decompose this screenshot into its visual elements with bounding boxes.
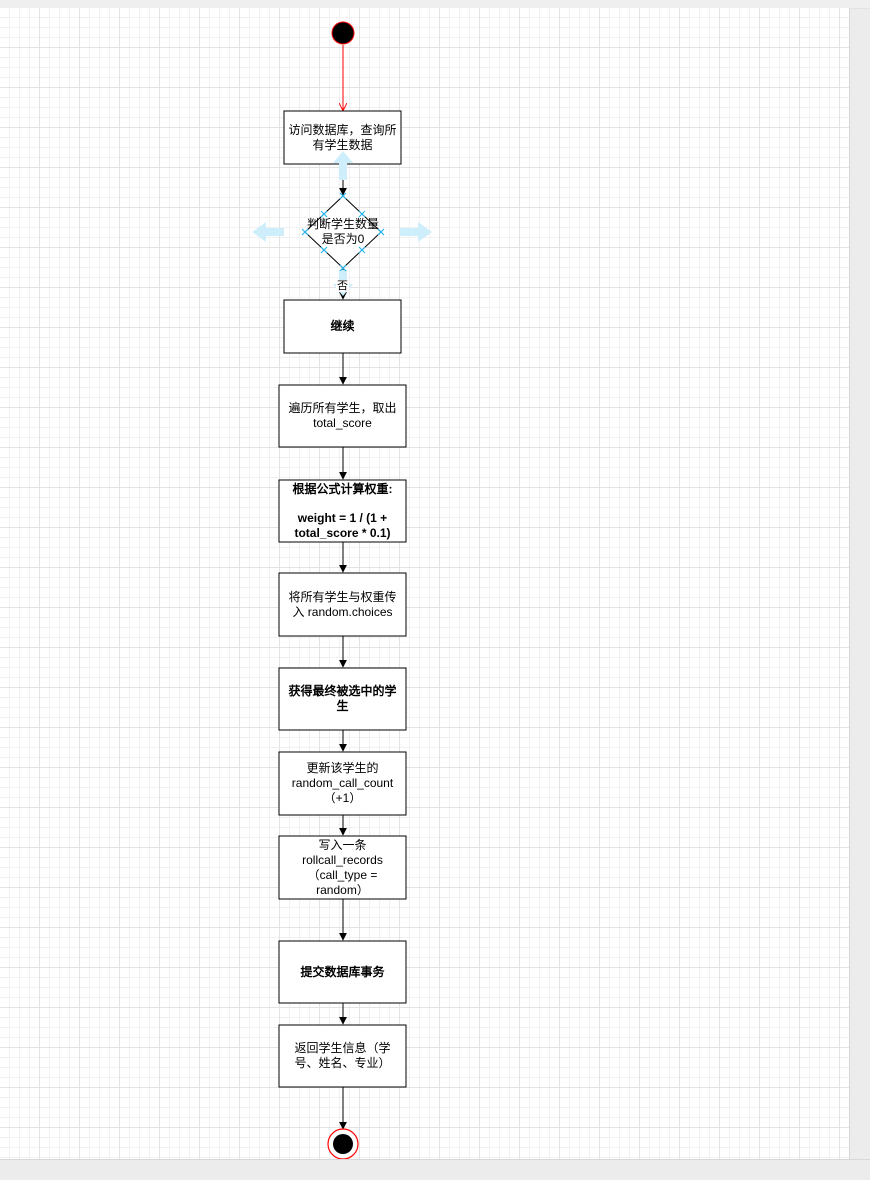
label-query-db: 访问数据库，查询所 有学生数据 bbox=[288, 122, 397, 152]
node-iterate[interactable] bbox=[278, 384, 407, 448]
hover-arrow-left-icon[interactable] bbox=[252, 222, 284, 242]
label-weight: 根据公式计算权重: weight = 1 / (1 + total_score … bbox=[279, 480, 406, 542]
end-node[interactable] bbox=[333, 1134, 353, 1154]
label-iterate: 遍历所有学生，取出 total_score bbox=[288, 401, 397, 430]
node-update[interactable] bbox=[278, 751, 407, 816]
start-node[interactable] bbox=[331, 21, 355, 45]
hover-arrow-up-icon[interactable] bbox=[333, 151, 353, 180]
label-return: 返回学生信息（学 号、姓名、专业） bbox=[294, 1041, 391, 1070]
flowchart bbox=[252, 21, 432, 1159]
node-commit[interactable] bbox=[278, 940, 407, 1004]
label-commit: 提交数据库事务 bbox=[300, 964, 385, 979]
label-selected: 获得最终被选中的学 生 bbox=[288, 684, 397, 713]
diagram-canvas[interactable] bbox=[0, 8, 850, 1159]
label-update: 更新该学生的 random_call_count （+1） bbox=[291, 761, 394, 805]
label-weight-title: 根据公式计算权重: bbox=[292, 481, 393, 496]
node-choices[interactable] bbox=[278, 572, 407, 637]
node-insert[interactable] bbox=[278, 835, 407, 900]
label-weight-formula: weight = 1 / (1 + total_score * 0.1) bbox=[294, 510, 391, 540]
selection-handles[interactable] bbox=[301, 192, 385, 272]
label-continue: 继续 bbox=[330, 319, 355, 333]
node-return[interactable] bbox=[278, 1024, 407, 1088]
node-selected[interactable] bbox=[278, 667, 407, 731]
node-continue[interactable] bbox=[283, 299, 402, 354]
label-insert: 写入一条 rollcall_records （call_type = rando… bbox=[302, 837, 383, 897]
label-choices: 将所有学生与权重传 入 random.choices bbox=[288, 589, 397, 619]
label-check-zero: 判断学生数量 是否为0 bbox=[306, 217, 379, 246]
edge-label-no: 否 bbox=[336, 280, 349, 292]
bottom-scrollbar-strip[interactable] bbox=[0, 1159, 870, 1180]
node-weight[interactable] bbox=[278, 479, 407, 543]
hover-arrow-right-icon[interactable] bbox=[400, 222, 432, 242]
